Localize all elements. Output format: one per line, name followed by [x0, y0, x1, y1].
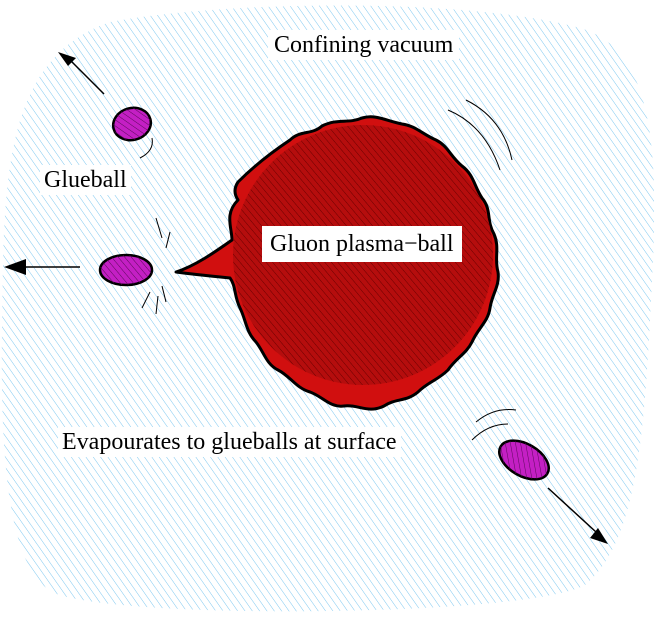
arrow-icon: [58, 52, 76, 66]
plasma-ball-label: Gluon plasma−ball: [262, 226, 462, 262]
glueball-label: Glueball: [40, 165, 131, 195]
motion-lines-icon: [447, 99, 513, 171]
confining-vacuum-label: Confining vacuum: [268, 30, 460, 60]
arrow-icon: [69, 59, 105, 95]
arrow-icon: [4, 259, 26, 275]
arrow-icon: [590, 528, 608, 544]
motion-lines-icon: [141, 217, 171, 315]
evaporates-label: Evapourates to glueballs at surface: [58, 427, 401, 457]
motion-lines-icon: [471, 409, 517, 441]
motion-lines-icon: [139, 137, 153, 159]
arrow-icon: [547, 487, 597, 533]
